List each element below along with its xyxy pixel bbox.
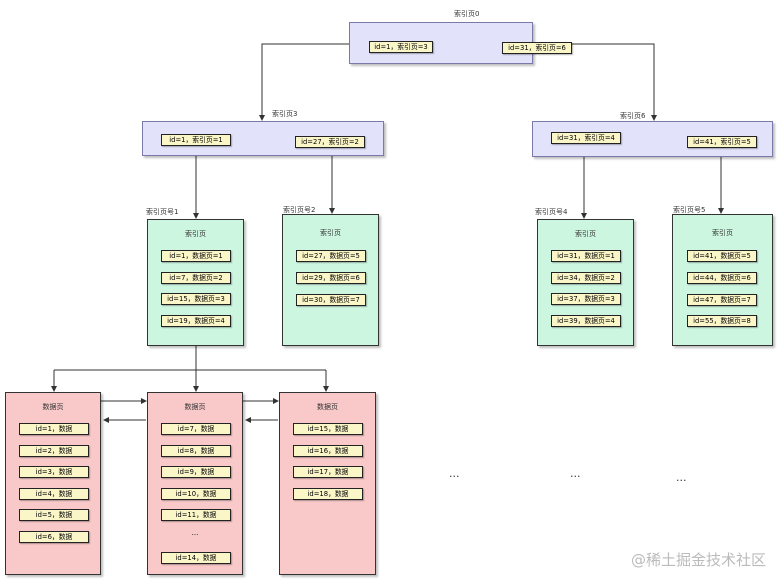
data-page-3: 数据页 id=15，数据 id=16，数据 id=17，数据 id=18，数据 bbox=[279, 392, 376, 575]
data-page-2: 数据页 id=7，数据 id=8，数据 id=9，数据 id=10，数据 id=… bbox=[147, 392, 243, 575]
data-page-1-entry-0: id=1，数据 bbox=[19, 423, 89, 435]
index-page-3-entry-1: id=27，索引页=2 bbox=[295, 136, 365, 148]
index-page-6: id=31，索引页=4 id=41，索引页=5 bbox=[532, 121, 773, 157]
index-page-6-entry-0: id=31，索引页=4 bbox=[551, 132, 621, 144]
leaf-index-4-entry-2: id=37，数据页=3 bbox=[551, 293, 621, 305]
leaf-index-page-4: 索引页 id=31，数据页=1 id=34，数据页=2 id=37，数据页=3 … bbox=[537, 219, 634, 346]
data-page-2-gap: ... bbox=[191, 529, 199, 537]
leaf-index-5-entry-2: id=47，数据页=7 bbox=[687, 294, 757, 306]
leaf-index-page-1: 索引页 id=1，数据页=1 id=7，数据页=2 id=15，数据页=3 id… bbox=[147, 219, 244, 346]
data-page-2-entry-6: id=14，数据 bbox=[161, 552, 231, 564]
leaf-index-page-5: 索引页 id=41，数据页=5 id=44，数据页=6 id=47，数据页=7 … bbox=[672, 214, 773, 346]
data-page-3-entry-0: id=15，数据 bbox=[293, 423, 363, 435]
leaf-index-4-label: 索引页号4 bbox=[535, 208, 568, 216]
ellipsis-3: ... bbox=[676, 471, 687, 484]
data-page-3-title: 数据页 bbox=[317, 403, 338, 411]
data-page-2-entry-1: id=8，数据 bbox=[161, 445, 231, 457]
leaf-index-5-title: 索引页 bbox=[712, 229, 733, 237]
leaf-index-4-title: 索引页 bbox=[575, 230, 596, 238]
connector-root-right bbox=[533, 43, 657, 121]
leaf-index-2-entry-1: id=29，数据页=6 bbox=[296, 272, 366, 284]
leaf-index-page-2: 索引页 id=27，数据页=5 id=29，数据页=6 id=30，数据页=7 bbox=[282, 214, 379, 346]
data-page-1-title: 数据页 bbox=[42, 403, 64, 411]
leaf-index-2-entry-2: id=30，数据页=7 bbox=[296, 294, 366, 306]
data-page-2-title: 数据页 bbox=[184, 403, 206, 411]
index-page-6-label: 索引页6 bbox=[620, 112, 646, 120]
data-page-3-entry-1: id=16，数据 bbox=[293, 445, 363, 457]
data-page-1-entry-5: id=6，数据 bbox=[19, 531, 89, 543]
index-page-3-entry-0: id=1，索引页=1 bbox=[161, 134, 231, 146]
data-page-3-entry-3: id=18，数据 bbox=[293, 488, 363, 500]
leaf-index-1-label: 索引页号1 bbox=[146, 208, 179, 216]
leaf-index-1-title: 索引页 bbox=[185, 230, 206, 238]
data-page-2-entry-3: id=10，数据 bbox=[161, 488, 231, 500]
leaf-index-2-entry-0: id=27，数据页=5 bbox=[296, 250, 366, 262]
leaf-index-2-label: 索引页号2 bbox=[283, 206, 316, 214]
data-page-1-entry-1: id=2，数据 bbox=[19, 445, 89, 457]
data-page-1-entry-3: id=4，数据 bbox=[19, 488, 89, 500]
data-page-3-entry-2: id=17，数据 bbox=[293, 466, 363, 478]
data-page-2-entry-0: id=7，数据 bbox=[161, 423, 231, 435]
root-label: 索引页0 bbox=[454, 10, 480, 18]
leaf-index-2-title: 索引页 bbox=[320, 229, 341, 237]
leaf-index-4-entry-1: id=34，数据页=2 bbox=[551, 272, 621, 284]
leaf-index-1-entry-0: id=1，数据页=1 bbox=[161, 250, 231, 262]
leaf-index-1-entry-3: id=19，数据页=4 bbox=[161, 315, 231, 327]
data-page-1-entry-2: id=3，数据 bbox=[19, 466, 89, 478]
leaf-index-1-entry-2: id=15，数据页=3 bbox=[161, 293, 231, 305]
leaf-index-4-entry-3: id=39，数据页=4 bbox=[551, 315, 621, 327]
root-entry-0: id=1，索引页=3 bbox=[369, 41, 433, 53]
connector-root-left bbox=[259, 43, 349, 121]
leaf-index-5-entry-1: id=44，数据页=6 bbox=[687, 272, 757, 284]
ellipsis-1: ... bbox=[449, 467, 460, 480]
ellipsis-2: ... bbox=[570, 467, 581, 480]
root-entry-1: id=31，索引页=6 bbox=[502, 42, 572, 54]
leaf-index-5-entry-0: id=41，数据页=5 bbox=[687, 250, 757, 262]
leaf-index-4-entry-0: id=31，数据页=1 bbox=[551, 250, 621, 262]
data-page-1: 数据页 id=1，数据 id=2，数据 id=3，数据 id=4，数据 id=5… bbox=[5, 392, 101, 575]
root-index-page: id=1，索引页=3 id=31，索引页=6 bbox=[349, 22, 572, 64]
data-page-2-entry-2: id=9，数据 bbox=[161, 466, 231, 478]
leaf-index-5-label: 索引页号5 bbox=[673, 206, 706, 214]
watermark: @稀土掘金技术社区 bbox=[630, 551, 766, 569]
data-page-2-entry-4: id=11，数据 bbox=[161, 509, 231, 521]
leaf-index-5-entry-3: id=55，数据页=8 bbox=[687, 315, 757, 327]
leaf-index-1-entry-1: id=7，数据页=2 bbox=[161, 272, 231, 284]
index-page-3: id=1，索引页=1 id=27，索引页=2 bbox=[142, 121, 384, 156]
index-page-6-entry-1: id=41，索引页=5 bbox=[687, 136, 757, 148]
data-page-1-entry-4: id=5，数据 bbox=[19, 509, 89, 521]
index-page-3-label: 索引页3 bbox=[272, 110, 298, 118]
